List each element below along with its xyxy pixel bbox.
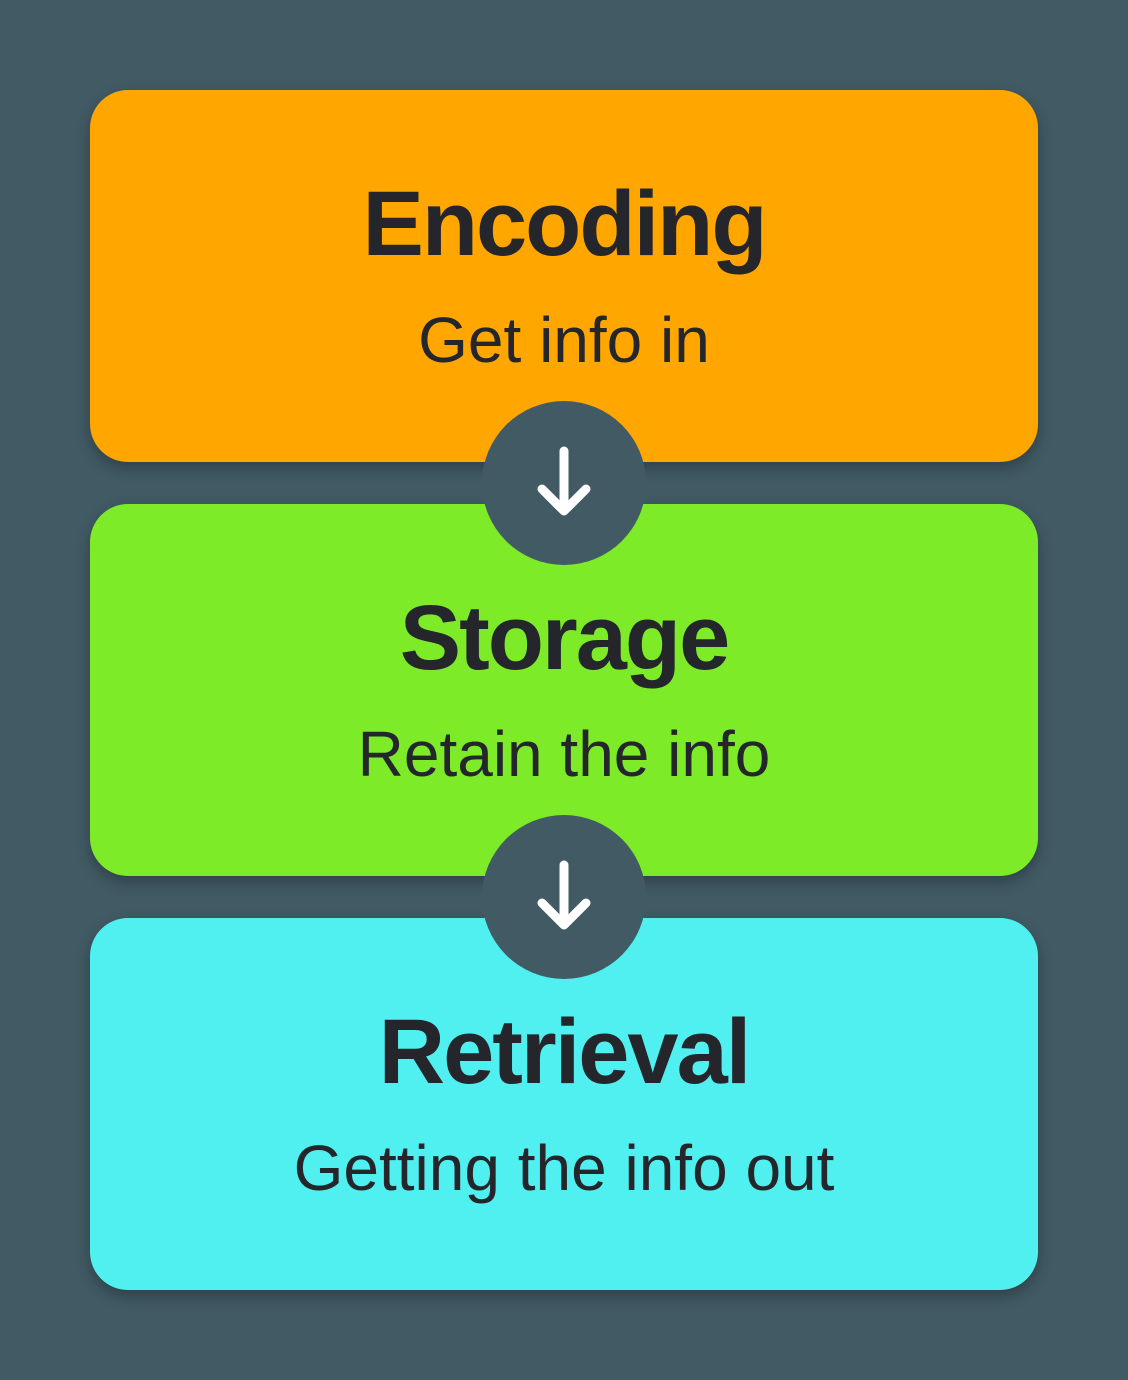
stage-title: Storage — [399, 587, 731, 689]
stage-card-storage: Storage Retain the info — [90, 504, 1038, 876]
stage-title: Retrieval — [378, 1001, 752, 1103]
arrow-down-icon — [537, 446, 591, 516]
connector-circle — [482, 815, 646, 979]
connector-circle — [482, 401, 646, 565]
arrow-down-icon — [537, 860, 591, 930]
stage-subtitle: Get info in — [418, 304, 710, 376]
stage-title: Encoding — [362, 173, 767, 275]
stage-card-encoding: Encoding Get info in — [90, 90, 1038, 462]
stage-subtitle: Getting the info out — [293, 1132, 835, 1204]
stage-card-retrieval: Retrieval Getting the info out — [90, 918, 1038, 1290]
stage-subtitle: Retain the info — [357, 718, 771, 790]
